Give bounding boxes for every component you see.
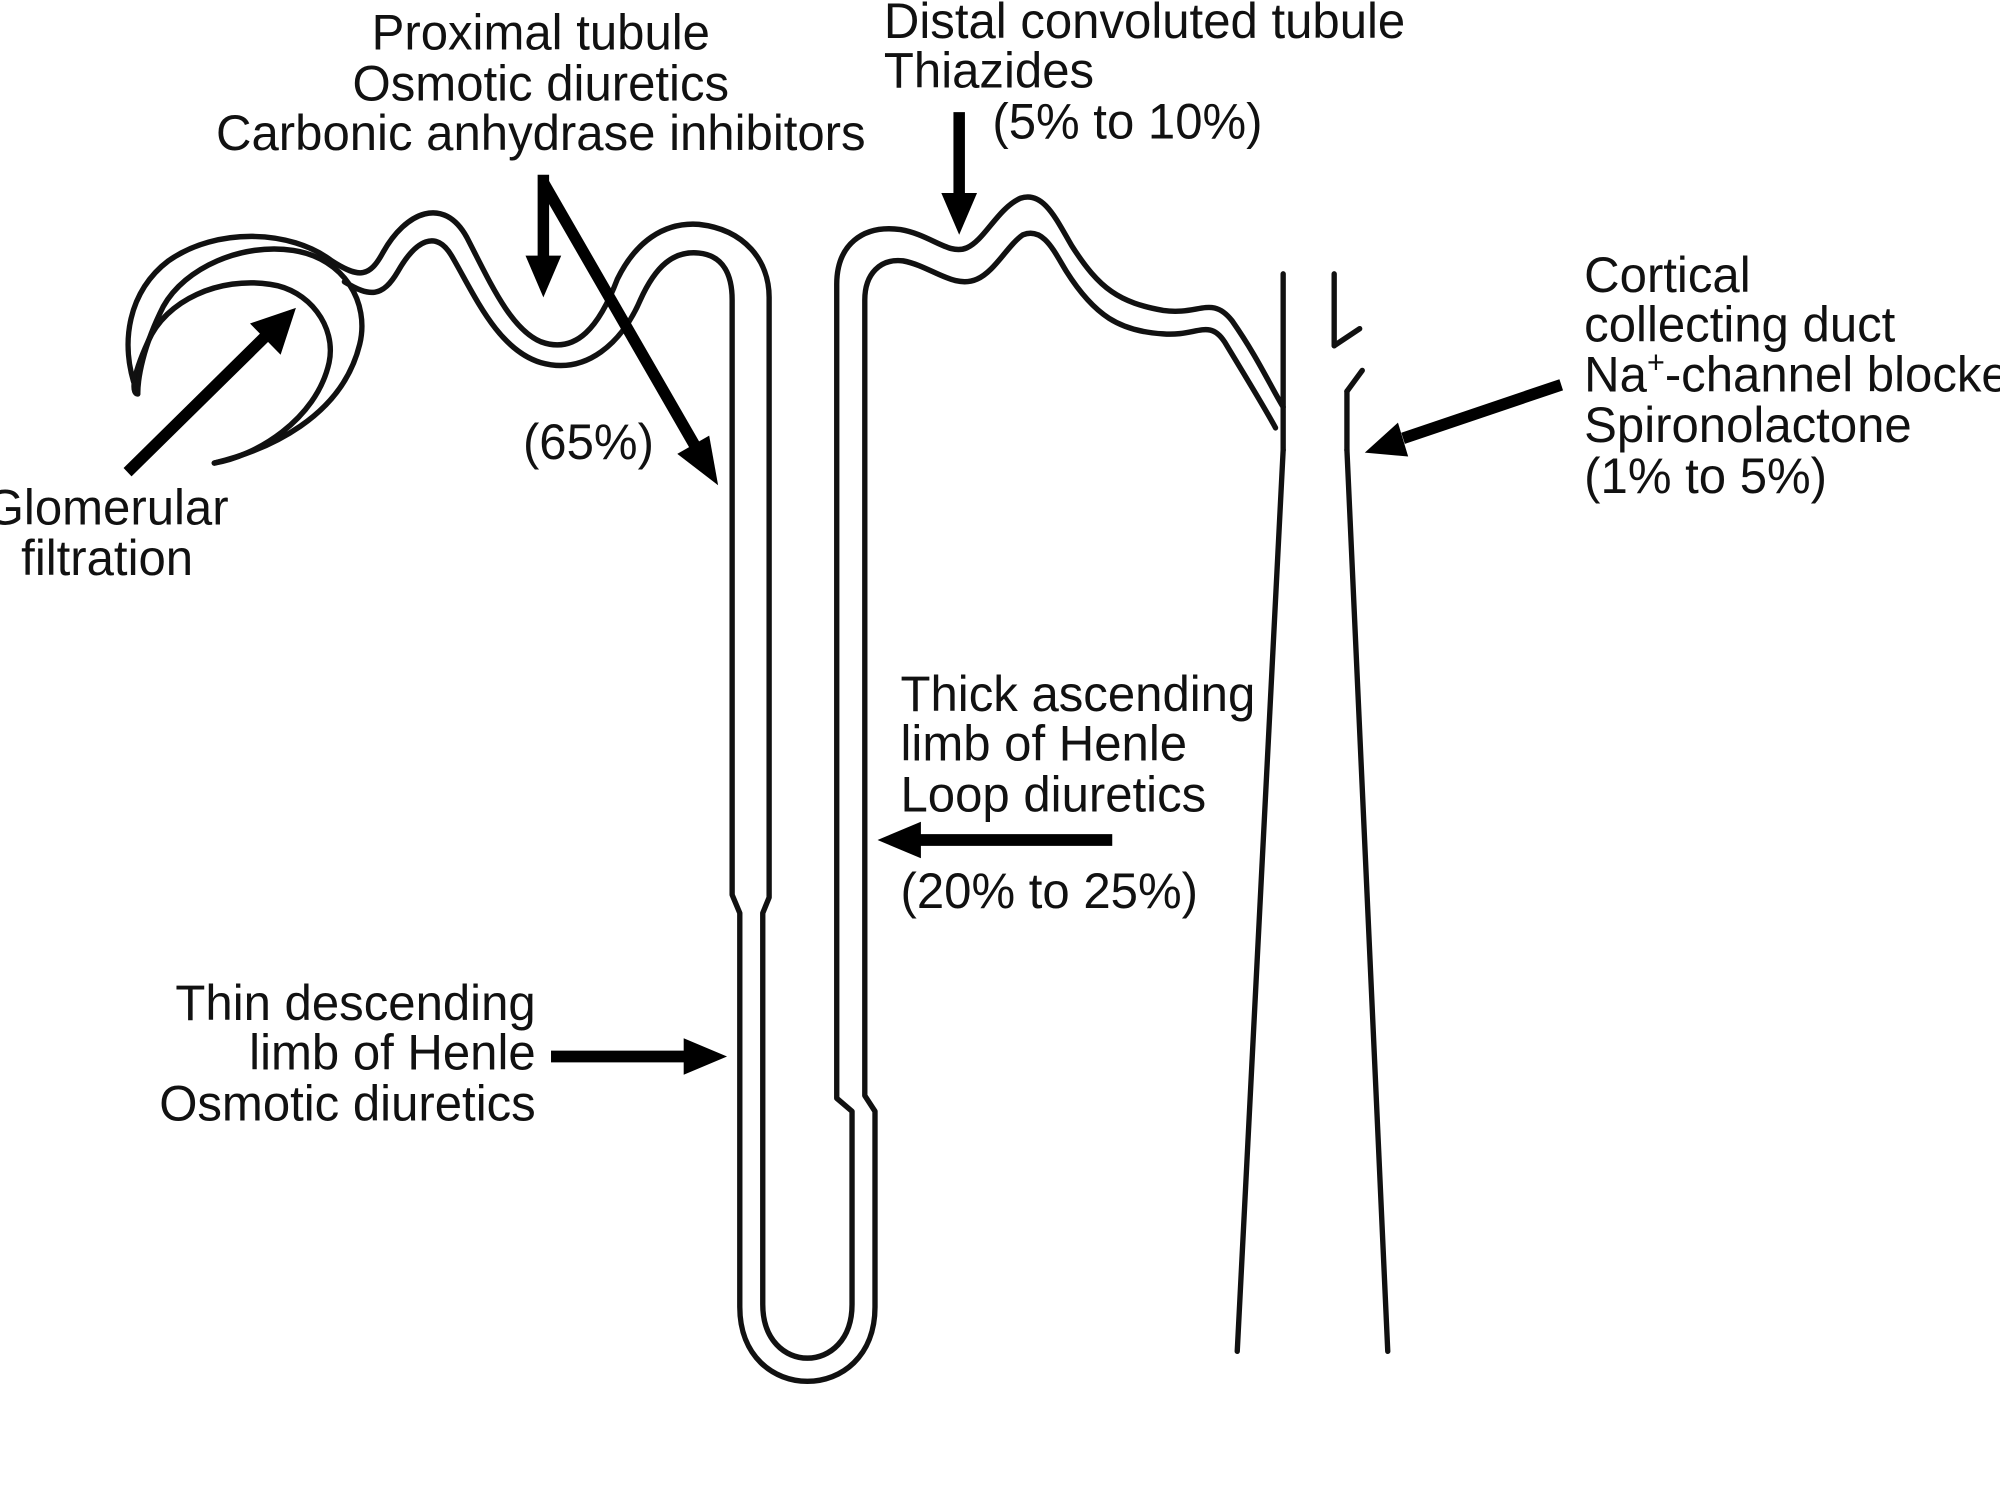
cortical-percent: (1% to 5%) (1584, 448, 1827, 505)
proximal-line1: Proximal tubule (372, 4, 710, 61)
thick-line3: Loop diuretics (901, 766, 1207, 823)
tubule-inner-wall (135, 230, 1279, 1384)
thick-ascending-label: Thick ascending limb of Henle Loop diure… (901, 665, 1256, 919)
distal-line2: Thiazides (884, 42, 1094, 99)
proximal-diagonal-arrow (538, 179, 701, 450)
thick-ascending-arrowhead (877, 821, 921, 859)
proximal-down-arrowhead (525, 255, 562, 298)
thick-line2: limb of Henle (901, 715, 1188, 772)
thick-line1: Thick ascending (901, 665, 1256, 722)
nephron-tubule (125, 194, 1286, 1384)
glomerular-line1: Glomerular (0, 479, 229, 536)
thin-descending-arrowhead (683, 1038, 728, 1075)
cortical-arrowhead (1364, 422, 1409, 457)
glomerular-line2: filtration (21, 530, 193, 587)
collecting-duct (1234, 271, 1391, 1355)
proximal-line2: Osmotic diuretics (353, 55, 730, 112)
proximal-line3: Carbonic anhydrase inhibitors (216, 104, 866, 161)
collecting-duct-left-lower (1234, 447, 1286, 1355)
distal-percent: (5% to 10%) (992, 93, 1262, 150)
glomerular-arrowhead (250, 307, 296, 355)
thick-percent: (20% to 25%) (901, 862, 1198, 919)
proximal-percent: (65%) (523, 414, 654, 471)
cortical-line1: Cortical (1584, 247, 1750, 304)
collecting-duct-branch-lower (1344, 367, 1365, 395)
cortical-line3: Na+-channel blockers (1584, 345, 2000, 403)
proximal-tubule-label: Proximal tubule Osmotic diuretics Carbon… (216, 4, 866, 470)
distal-tubule-label: Distal convoluted tubule Thiazides (5% t… (884, 0, 1405, 149)
thin-line2: limb of Henle (249, 1024, 536, 1081)
thin-line3: Osmotic diuretics (159, 1075, 536, 1132)
distal-line1: Distal convoluted tubule (884, 0, 1405, 49)
thin-descending-label: Thin descending limb of Henle Osmotic di… (159, 974, 536, 1131)
cortical-line4: Spironolactone (1584, 397, 1912, 454)
glomerular-filtration-arrow (123, 332, 270, 477)
distal-down-arrowhead (941, 193, 978, 235)
cortical-duct-label: Cortical collecting duct Na+-channel blo… (1584, 247, 2000, 504)
thin-line1: Thin descending (175, 974, 535, 1031)
cortical-line2: collecting duct (1584, 296, 1895, 353)
glomerular-filtration-label: Glomerular filtration (0, 479, 229, 586)
arrows (123, 112, 1564, 1075)
proximal-diagonal-arrowhead (677, 435, 719, 486)
cortical-arrow (1401, 379, 1564, 444)
collecting-duct-branch (1331, 325, 1363, 349)
collecting-duct-right-lower (1344, 447, 1391, 1355)
